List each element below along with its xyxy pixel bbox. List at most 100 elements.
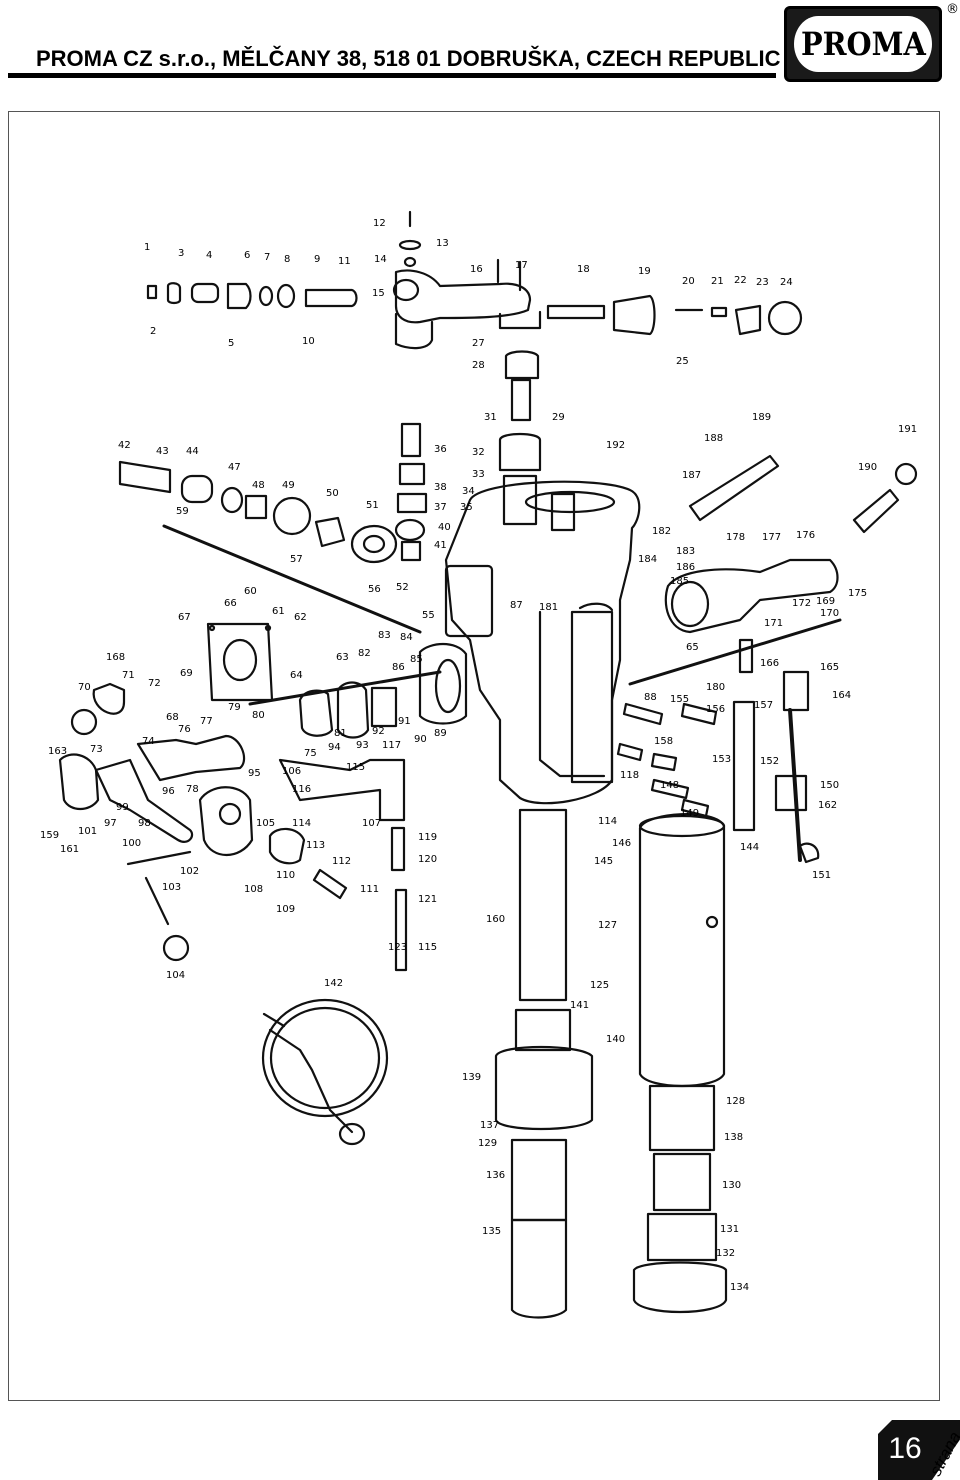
part-label: 111: [360, 884, 379, 895]
part-label: 78: [186, 784, 199, 795]
diagram-line-art: [58, 210, 918, 1319]
part-label: 177: [762, 532, 781, 543]
part-label: 17: [515, 260, 528, 271]
part-label: 73: [90, 744, 103, 755]
part-label: 145: [594, 856, 613, 867]
part-label: 192: [606, 440, 625, 451]
part-label: 189: [752, 412, 771, 423]
part-label: 43: [156, 446, 169, 457]
part-label: 100: [122, 838, 141, 849]
part-label: 48: [252, 480, 265, 491]
part-label: 142: [324, 978, 343, 989]
part-label: 85: [410, 654, 423, 665]
part-label: 99: [116, 802, 129, 813]
part-label: 81: [334, 728, 347, 739]
part-label: 132: [716, 1248, 735, 1259]
part-label: 36: [434, 444, 447, 455]
part-label: 123: [388, 942, 407, 953]
part-label: 32: [472, 447, 485, 458]
part-label: 41: [434, 540, 447, 551]
part-label: 65: [686, 642, 699, 653]
part-label: 28: [472, 360, 485, 371]
part-label: 71: [122, 670, 135, 681]
part-label: 22: [734, 275, 747, 286]
part-label: 186: [676, 562, 695, 573]
part-label: 172: [792, 598, 811, 609]
part-label: 144: [740, 842, 759, 853]
part-label: 141: [570, 1000, 589, 1011]
part-label: 10: [302, 336, 315, 347]
part-label: 131: [720, 1224, 739, 1235]
part-label: 101: [78, 826, 97, 837]
part-label: 63: [336, 652, 349, 663]
part-label: 24: [780, 277, 793, 288]
part-label: 190: [858, 462, 877, 473]
part-label: 107: [362, 818, 381, 829]
part-label: 72: [148, 678, 161, 689]
part-label: 97: [104, 818, 117, 829]
part-label: 92: [372, 726, 385, 737]
part-label: 9: [314, 254, 320, 265]
part-label: 74: [142, 736, 155, 747]
part-label: 129: [478, 1138, 497, 1149]
part-label: 88: [644, 692, 657, 703]
part-label: 134: [730, 1282, 749, 1293]
part-label: 161: [60, 844, 79, 855]
part-label: 148: [660, 780, 679, 791]
part-label: 106: [282, 766, 301, 777]
part-label: 23: [756, 277, 769, 288]
part-label: 50: [326, 488, 339, 499]
part-label: 156: [706, 704, 725, 715]
proma-logo: PROMA: [784, 6, 942, 82]
part-label: 35: [460, 502, 473, 513]
part-label: 82: [358, 648, 371, 659]
part-label: 79: [228, 702, 241, 713]
header-divider: [8, 73, 776, 78]
part-label: 60: [244, 586, 257, 597]
part-label: 187: [682, 470, 701, 481]
part-label: 166: [760, 658, 779, 669]
part-label: 169: [816, 596, 835, 607]
part-label: 125: [590, 980, 609, 991]
part-label: 135: [482, 1226, 501, 1237]
page-number: 16: [888, 1432, 922, 1465]
part-label: 27: [472, 338, 485, 349]
diagram-frame: [8, 111, 940, 1401]
part-label: 31: [484, 412, 497, 423]
part-label: 16: [470, 264, 483, 275]
part-label: 191: [898, 424, 917, 435]
part-label: 83: [378, 630, 391, 641]
part-label: 21: [711, 276, 724, 287]
part-label: 115: [418, 942, 437, 953]
part-label: 102: [180, 866, 199, 877]
part-label: 163: [48, 746, 67, 757]
part-label: 136: [486, 1170, 505, 1181]
part-label: 44: [186, 446, 199, 457]
part-label: 114: [292, 818, 311, 829]
part-label: 188: [704, 433, 723, 444]
part-label: 70: [78, 682, 91, 693]
part-label: 1: [144, 242, 150, 253]
part-label: 75: [304, 748, 317, 759]
part-label: 127: [598, 920, 617, 931]
part-label: 18: [577, 264, 590, 275]
part-label: 77: [200, 716, 213, 727]
part-label: 12: [373, 218, 386, 229]
part-label: 168: [106, 652, 125, 663]
part-label: 164: [832, 690, 851, 701]
part-label: 80: [252, 710, 265, 721]
part-label: 184: [638, 554, 657, 565]
part-label: 157: [754, 700, 773, 711]
part-label: 93: [356, 740, 369, 751]
part-label: 180: [706, 682, 725, 693]
part-label: 96: [162, 786, 175, 797]
part-label: 33: [472, 469, 485, 480]
part-label: 55: [422, 610, 435, 621]
part-label: 119: [418, 832, 437, 843]
part-label: 146: [612, 838, 631, 849]
part-label: 155: [670, 694, 689, 705]
part-label: 62: [294, 612, 307, 623]
part-label: 94: [328, 742, 341, 753]
part-label: 47: [228, 462, 241, 473]
company-address-header: PROMA CZ s.r.o., MĚLČANY 38, 518 01 DOBR…: [36, 46, 781, 71]
